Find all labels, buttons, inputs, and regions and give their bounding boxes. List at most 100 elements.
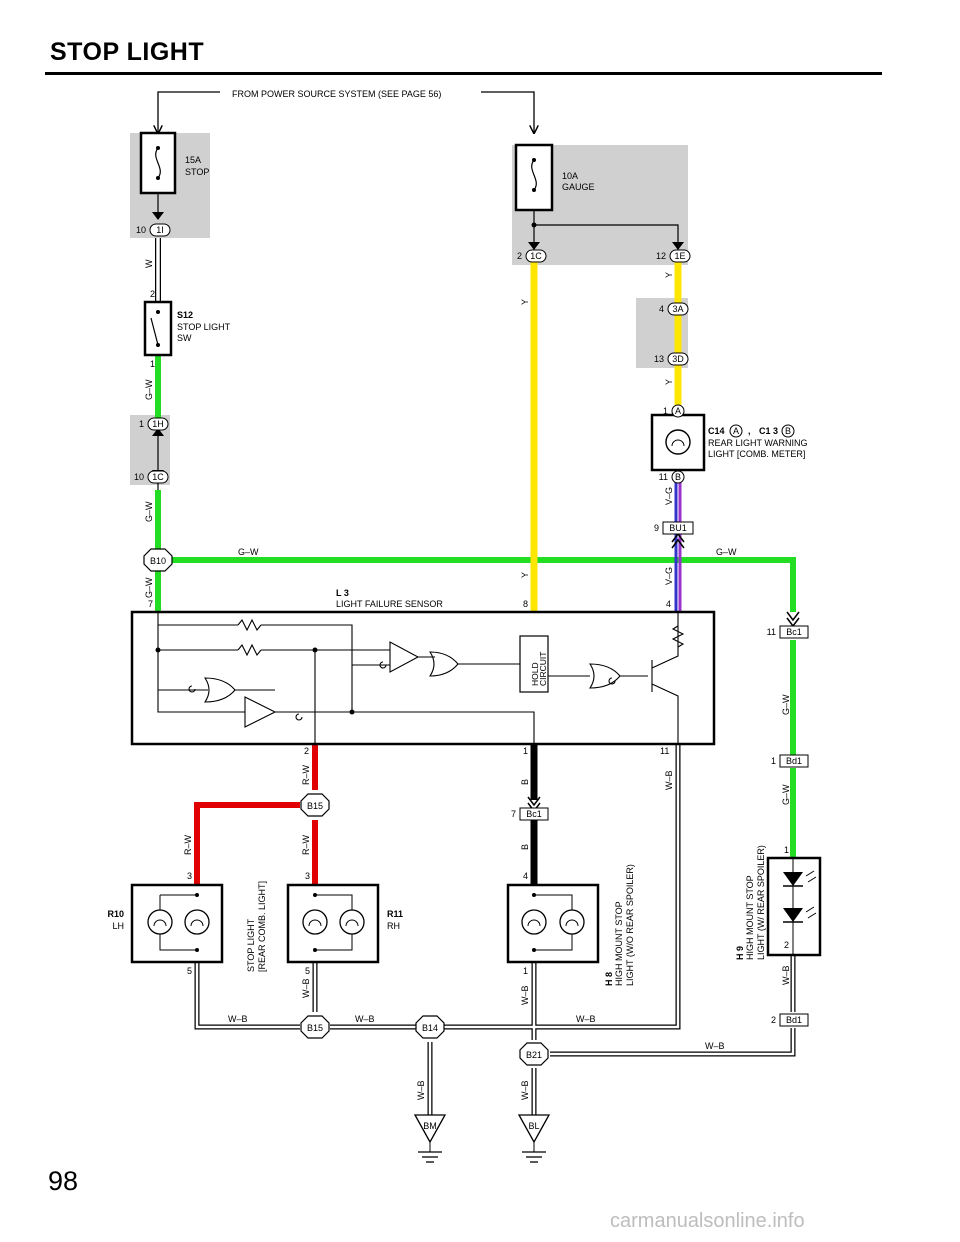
connector-3a: 3A 4 (659, 302, 689, 316)
svg-text:G–W: G–W (144, 577, 154, 598)
svg-text:11: 11 (660, 746, 669, 756)
svg-text:R–W: R–W (301, 834, 311, 855)
svg-text:HIGH MOUNT STOP: HIGH MOUNT STOP (745, 875, 755, 960)
wire-rw (194, 744, 318, 885)
svg-text:3A: 3A (672, 304, 683, 314)
svg-text:CIRCUIT: CIRCUIT (538, 652, 548, 686)
svg-text:W–B: W–B (355, 1014, 375, 1024)
svg-text:W–B: W–B (781, 965, 791, 985)
wire-vg (674, 482, 682, 612)
svg-text:8: 8 (523, 599, 528, 609)
svg-text:11: 11 (659, 472, 668, 482)
svg-text:1: 1 (784, 845, 789, 855)
stop-light-switch: 2 1 S12 STOP LIGHT SW (143, 289, 231, 369)
svg-text:BM: BM (423, 1121, 437, 1131)
svg-text:G–W: G–W (144, 379, 154, 400)
svg-text:R11: R11 (387, 909, 403, 919)
svg-text:G–W: G–W (716, 547, 737, 557)
svg-text:1H: 1H (152, 419, 164, 429)
svg-text:W–B: W–B (664, 770, 674, 790)
light-failure-sensor: L 3 LIGHT FAILURE SENSOR 7 8 4 2 1 11 (130, 588, 716, 756)
svg-text:Bc1: Bc1 (786, 627, 802, 637)
svg-text:BU1: BU1 (669, 523, 687, 533)
svg-text:B: B (520, 844, 530, 850)
svg-text:15A: 15A (185, 155, 201, 165)
svg-text:G–W: G–W (781, 784, 791, 805)
svg-text:V–G: V–G (664, 487, 674, 505)
svg-text:1: 1 (139, 419, 144, 429)
svg-text:3: 3 (305, 871, 310, 881)
rear-light-note: STOP LIGHT (246, 918, 256, 972)
svg-text:2: 2 (150, 289, 155, 299)
svg-text:RH: RH (387, 921, 400, 931)
svg-text:B: B (785, 426, 791, 436)
wire-y (530, 262, 682, 612)
svg-text:W–B: W–B (520, 985, 530, 1005)
svg-text:W–B: W–B (301, 978, 311, 998)
connector-bu1: BU1 9 (654, 521, 694, 535)
svg-text:5: 5 (187, 966, 192, 976)
svg-text:R10: R10 (107, 909, 124, 919)
svg-text:B10: B10 (150, 556, 166, 566)
fuse-gauge: 10A GAUGE (514, 143, 595, 212)
source-note: FROM POWER SOURCE SYSTEM (SEE PAGE 56) (232, 89, 441, 99)
svg-text:STOP: STOP (185, 167, 209, 177)
svg-text:Bd1: Bd1 (786, 1015, 802, 1025)
svg-text:W: W (144, 259, 154, 268)
svg-text:A: A (733, 426, 739, 436)
svg-text:5: 5 (305, 966, 310, 976)
svg-text:2: 2 (304, 746, 309, 756)
splice-b10: B10 (143, 548, 173, 572)
page-number: 98 (48, 1166, 79, 1196)
svg-text:W–B: W–B (705, 1041, 725, 1051)
svg-text:12: 12 (656, 251, 666, 261)
svg-text:H 9: H 9 (735, 946, 745, 960)
splice-b14: B14 (415, 1015, 445, 1039)
svg-text:B21: B21 (526, 1050, 542, 1060)
svg-text:B14: B14 (422, 1023, 438, 1033)
svg-text:STOP LIGHT: STOP LIGHT (177, 322, 231, 332)
svg-text:1E: 1E (674, 251, 685, 261)
watermark: carmanualsonline.info (610, 1210, 805, 1232)
svg-text:3: 3 (187, 871, 192, 881)
svg-text:W–B: W–B (576, 1014, 596, 1024)
svg-text:LH: LH (112, 921, 124, 931)
title-rule (45, 72, 882, 75)
high-mount-stop-light-h8: 4 1 H 8 HIGH MOUNT STOP LIGHT (W/O REAR … (506, 864, 635, 986)
splice-b15-bottom: B15 (300, 1015, 330, 1039)
svg-text:1: 1 (150, 359, 155, 369)
svg-text:G–W: G–W (781, 694, 791, 715)
svg-text:13: 13 (654, 354, 664, 364)
svg-text:H 8: H 8 (604, 972, 614, 986)
svg-text:W–B: W–B (228, 1014, 248, 1024)
connector-bc1-top: Bc1 11 (767, 625, 809, 639)
svg-text:HIGH MOUNT STOP: HIGH MOUNT STOP (614, 901, 624, 986)
connector-1c-bottom: 1C 10 (134, 470, 169, 484)
svg-text:G–W: G–W (238, 547, 259, 557)
svg-text:L 3: L 3 (336, 588, 349, 598)
svg-text:4: 4 (666, 599, 671, 609)
svg-text:C14: C14 (708, 426, 725, 436)
svg-text:Y: Y (664, 379, 674, 385)
svg-text:B: B (520, 779, 530, 785)
connector-1c-top: 1C 2 (517, 249, 547, 263)
svg-text:2: 2 (784, 940, 789, 950)
splice-b21: B21 (519, 1042, 549, 1066)
svg-text:10A: 10A (562, 171, 578, 181)
svg-text:B15: B15 (307, 1023, 323, 1033)
svg-text:Y: Y (520, 572, 530, 578)
connector-arrow (152, 212, 164, 220)
svg-text:2: 2 (517, 251, 522, 261)
connector-bd1-bottom: Bd1 2 (771, 1013, 809, 1027)
svg-text:HOLD: HOLD (530, 662, 540, 686)
svg-text:Bc1: Bc1 (526, 809, 542, 819)
svg-text:1I: 1I (156, 225, 164, 235)
connector-1e: 1E 12 (656, 249, 691, 263)
svg-text:BL: BL (528, 1121, 539, 1131)
svg-text:LIGHT (W/O REAR SPOILER): LIGHT (W/O REAR SPOILER) (625, 864, 635, 986)
high-mount-stop-light-h9: 1 2 H 9 HIGH MOUNT STOP LIGHT (W/ REAR S… (735, 845, 822, 960)
svg-text:[REAR COMB. LIGHT]: [REAR COMB. LIGHT] (257, 881, 267, 972)
connector-3d: 3D 13 (654, 352, 689, 366)
svg-text:SW: SW (177, 333, 192, 343)
